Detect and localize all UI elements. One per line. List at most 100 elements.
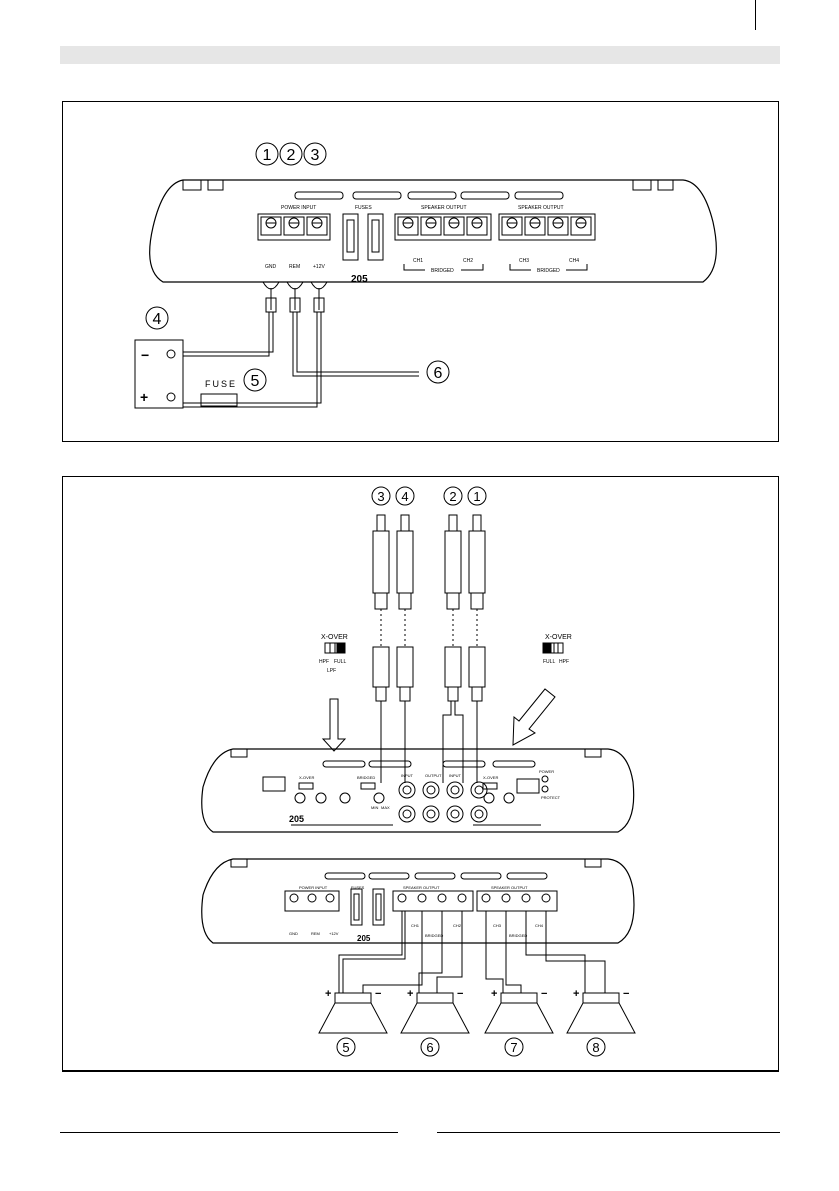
arrow-diagonal-icon	[512, 688, 556, 746]
brand-logo-rear: 205	[357, 934, 371, 943]
svg-text:MIN: MIN	[371, 805, 378, 810]
svg-text:X-OVER: X-OVER	[545, 634, 572, 641]
svg-text:6: 6	[426, 1040, 433, 1055]
xover-switch-left: X-OVER HPF FULL LPF	[319, 634, 348, 674]
power-wire	[183, 312, 322, 408]
callout-6: 6	[426, 360, 450, 384]
fuse-label: FUSE	[205, 379, 237, 389]
ground-wire	[183, 312, 274, 357]
12v-label: +12V	[313, 264, 325, 270]
svg-text:+: +	[407, 988, 413, 1000]
speaker-7: + −	[484, 988, 554, 1034]
speaker-output-label: SPEAKER OUTPUT	[421, 205, 467, 211]
level-knob	[373, 792, 385, 804]
bridged-label: BRIDGED	[431, 268, 454, 274]
rear-speaker-terminals-a	[392, 890, 474, 912]
power-input-label: POWER INPUT	[281, 205, 316, 211]
gnd-label: GND	[265, 264, 277, 270]
signal-speaker-diagram: 3 4 2 1 X-OVER HPF FULL LPF X-OVER FULL …	[201, 486, 636, 1057]
front-amp-port-right	[516, 778, 540, 794]
speaker-wires	[338, 911, 606, 993]
spade-connectors	[262, 281, 328, 313]
svg-text:HPF: HPF	[319, 659, 329, 665]
rear-power-terminals	[284, 890, 340, 912]
svg-text:5: 5	[251, 373, 260, 390]
svg-text:CH2: CH2	[453, 923, 462, 928]
svg-text:FULL: FULL	[334, 659, 346, 665]
svg-text:BRIDGED: BRIDGED	[509, 933, 527, 938]
svg-text:5: 5	[342, 1040, 349, 1055]
svg-text:−: −	[457, 988, 463, 1000]
freq-knob-2	[339, 792, 351, 804]
gain-knob	[294, 792, 306, 804]
ch4-label: CH4	[569, 258, 579, 264]
callout-2: 2	[279, 142, 303, 166]
speaker-6: + −	[400, 988, 470, 1034]
power-led	[541, 775, 549, 783]
svg-text:HPF: HPF	[559, 659, 569, 665]
svg-text:2: 2	[449, 489, 456, 504]
xover-switch-front-right	[482, 782, 498, 790]
svg-text:1: 1	[263, 147, 272, 164]
svg-text:FUSES: FUSES	[351, 885, 365, 890]
speaker-callout-5: 5	[336, 1037, 356, 1057]
xover-switch-front-left	[298, 782, 314, 790]
footer-rule-left	[60, 1132, 398, 1133]
vent-slot	[368, 760, 412, 768]
svg-text:OUTPUT: OUTPUT	[425, 773, 442, 778]
brand-logo-front: 205	[289, 814, 304, 824]
rca-cable-2	[442, 514, 464, 767]
vent-slot	[414, 872, 456, 880]
signal-speaker-wiring-panel: 3 4 2 1 X-OVER HPF FULL LPF X-OVER FULL …	[62, 476, 779, 1072]
rear-amp-edge	[230, 859, 602, 868]
arrow-down-icon	[321, 698, 347, 752]
rca-callout-1: 1	[467, 486, 487, 506]
svg-text:BRIDGED: BRIDGED	[357, 775, 375, 780]
svg-text:CH1: CH1	[411, 923, 420, 928]
vent-slot	[492, 760, 536, 768]
svg-text:1: 1	[473, 489, 480, 504]
svg-text:−: −	[623, 988, 629, 1000]
header-bar	[60, 46, 780, 64]
rear-amplifier-outline	[201, 858, 635, 944]
battery: − +	[134, 339, 184, 409]
svg-text:X-OVER: X-OVER	[321, 634, 348, 641]
battery-minus: −	[141, 347, 149, 363]
xover-switch-right: X-OVER FULL HPF	[542, 634, 572, 665]
rem-label: REM	[289, 264, 300, 270]
svg-text:4: 4	[401, 489, 408, 504]
page-corner-line	[755, 0, 756, 30]
svg-text:−: −	[375, 988, 381, 1000]
vent-slot	[506, 872, 548, 880]
svg-text:CH3: CH3	[493, 923, 502, 928]
svg-text:POWER: POWER	[539, 769, 554, 774]
callout-5: 5	[243, 368, 267, 392]
svg-text:7: 7	[510, 1040, 517, 1055]
svg-text:PROTECT: PROTECT	[541, 795, 561, 800]
svg-text:SPEAKER OUTPUT: SPEAKER OUTPUT	[491, 885, 528, 890]
svg-text:+: +	[491, 988, 497, 1000]
svg-text:POWER INPUT: POWER INPUT	[299, 885, 328, 890]
svg-text:SPEAKER OUTPUT: SPEAKER OUTPUT	[403, 885, 440, 890]
bridged-switch-front	[360, 782, 376, 790]
ch2-label: CH2	[463, 258, 473, 264]
fuses-label: FUSES	[355, 205, 372, 211]
fuse-holders	[342, 213, 384, 261]
speaker-5: + −	[318, 988, 388, 1034]
vent-slot	[294, 191, 344, 200]
svg-text:LPF: LPF	[327, 668, 336, 674]
callout-1: 1	[255, 142, 279, 166]
brand-logo: 205	[351, 274, 368, 285]
svg-text:−: −	[541, 988, 547, 1000]
rca-cable-1	[468, 514, 486, 767]
freq-knob	[315, 792, 327, 804]
svg-text:FULL: FULL	[543, 659, 555, 665]
speaker-output-label: SPEAKER OUTPUT	[518, 205, 564, 211]
speaker-callout-7: 7	[504, 1037, 524, 1057]
rca-callout-2: 2	[443, 486, 463, 506]
vent-slot	[514, 191, 564, 200]
rca-callout-4: 4	[395, 486, 415, 506]
vent-slot	[324, 872, 366, 880]
svg-text:X-OVER: X-OVER	[299, 775, 314, 780]
gain-knob-right	[483, 792, 495, 804]
